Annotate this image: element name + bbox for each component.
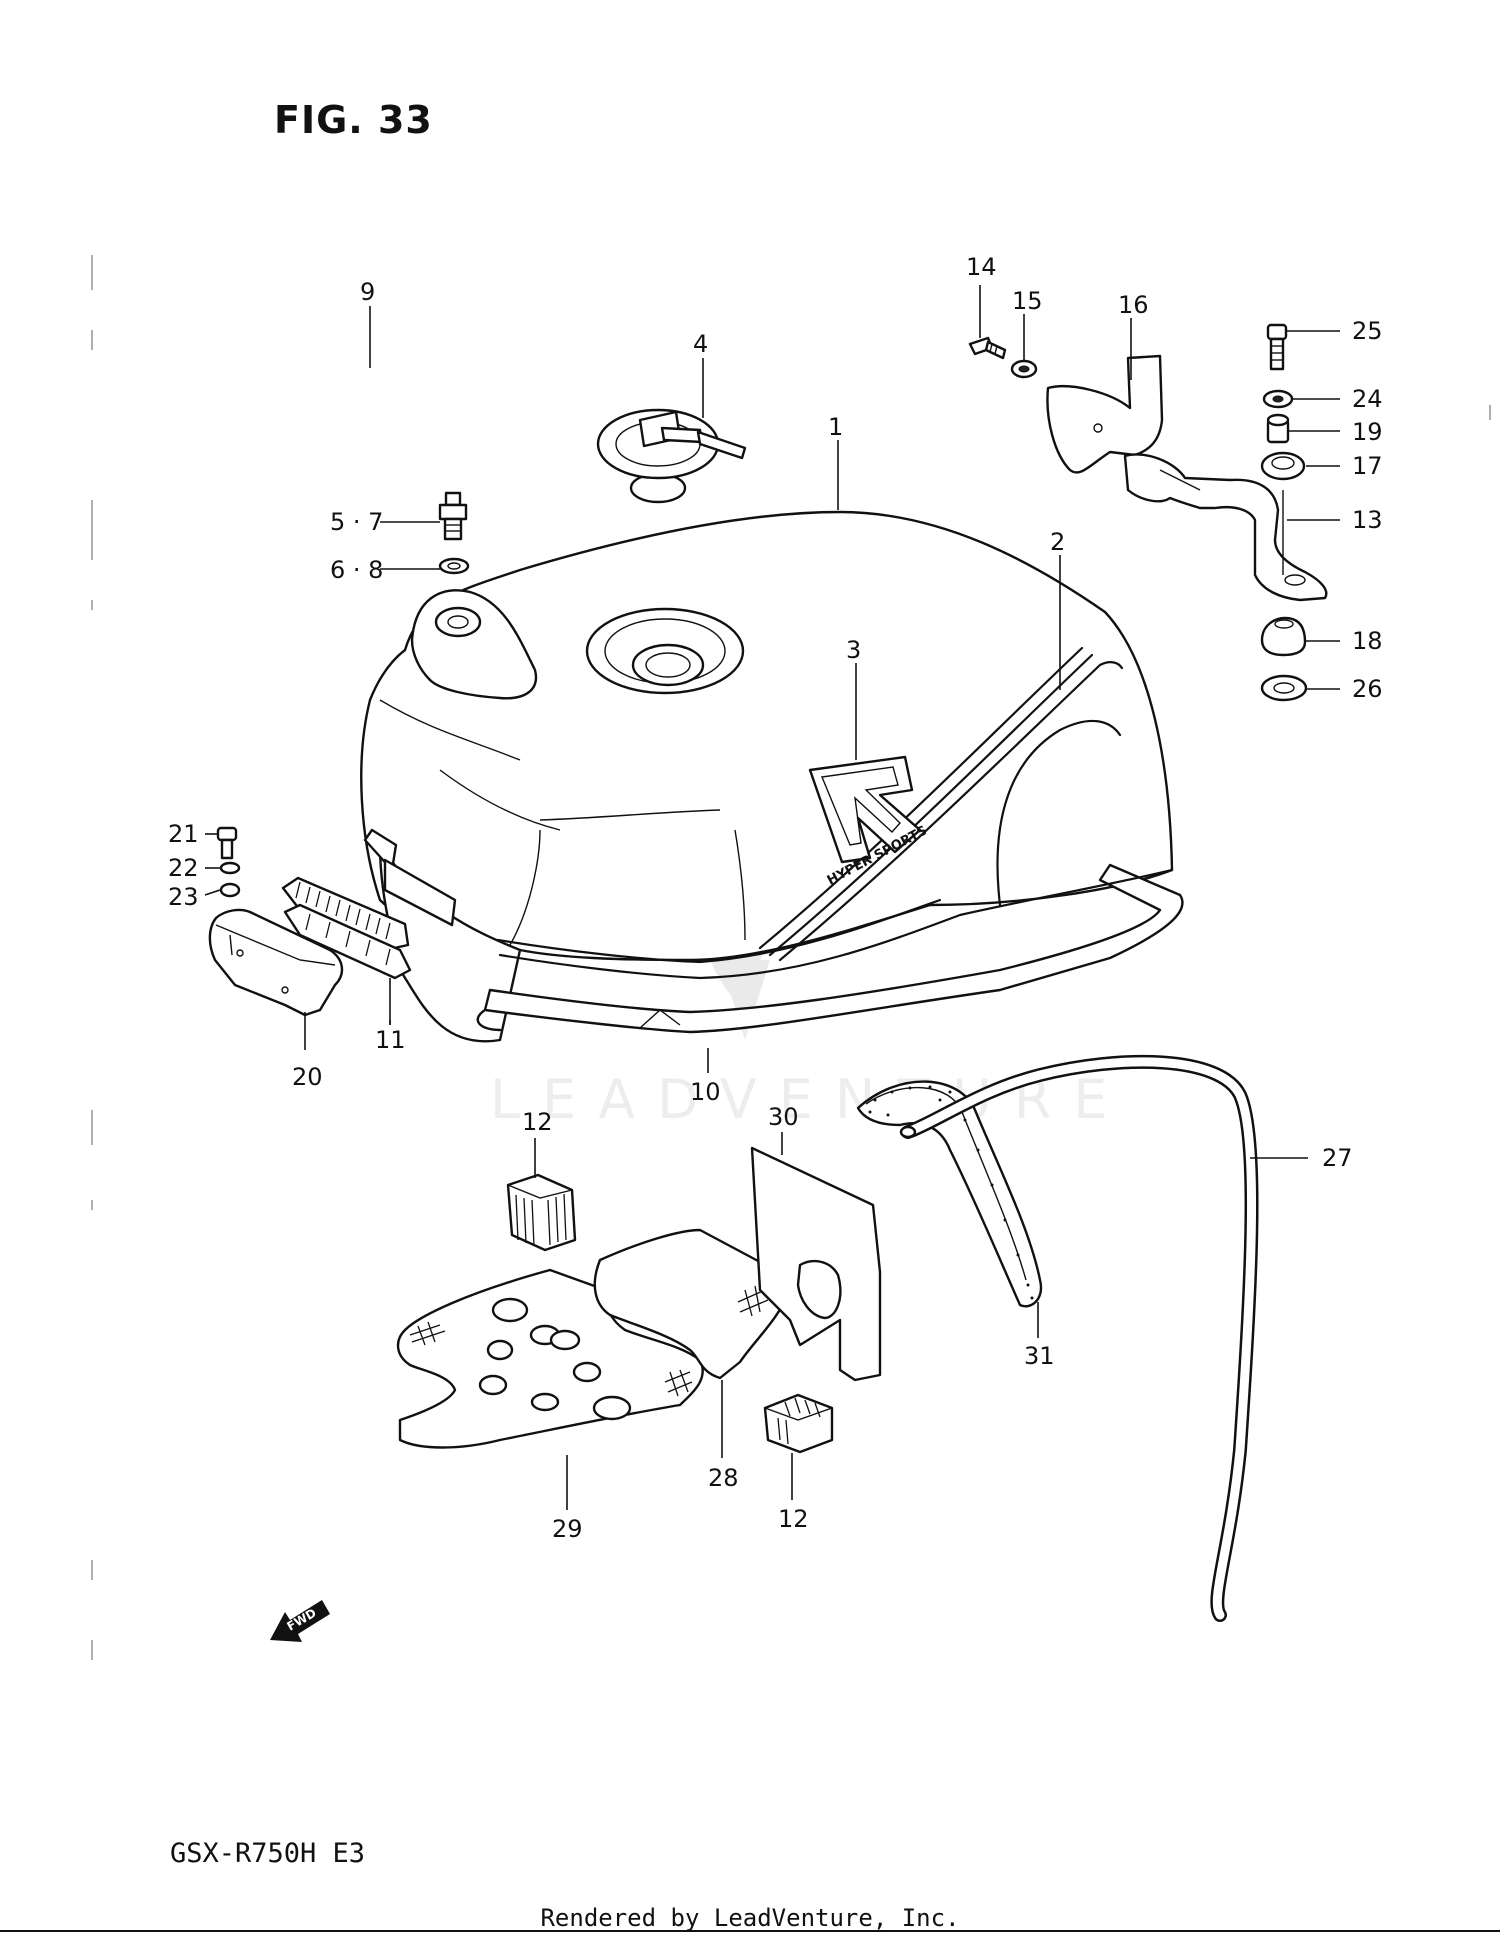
callout-25: 25 bbox=[1352, 317, 1383, 345]
bolt-14 bbox=[968, 336, 1007, 360]
callout-10: 10 bbox=[690, 1078, 721, 1106]
cushion-12-lower bbox=[763, 1393, 834, 1454]
callout-31: 31 bbox=[1024, 1342, 1055, 1370]
model-code: GSX-R750H E3 bbox=[170, 1838, 366, 1869]
callout-11: 11 bbox=[375, 1026, 406, 1054]
callout-28: 28 bbox=[708, 1464, 739, 1492]
mount-bracket-20 bbox=[208, 908, 344, 1017]
cushion-11 bbox=[281, 876, 412, 980]
callout-17: 17 bbox=[1352, 452, 1383, 480]
callout-18: 18 bbox=[1352, 627, 1383, 655]
callout-14: 14 bbox=[966, 253, 997, 281]
callout-12-upper: 12 bbox=[522, 1108, 553, 1136]
watermark-text: LEADVENTURE bbox=[490, 1068, 1130, 1131]
leader-lines bbox=[204, 285, 1340, 1510]
callout-9: 9 bbox=[360, 278, 375, 306]
callout-20: 20 bbox=[292, 1063, 323, 1091]
fuel-nipple bbox=[438, 491, 468, 541]
fuel-cap bbox=[596, 408, 747, 504]
bolt-21 bbox=[216, 826, 238, 860]
callout-12-lower: 12 bbox=[778, 1505, 809, 1533]
collar-19 bbox=[1266, 413, 1290, 444]
callout-19: 19 bbox=[1352, 418, 1383, 446]
callout-27: 27 bbox=[1322, 1144, 1353, 1172]
mounting-bracket bbox=[1123, 453, 1328, 602]
callout-2: 2 bbox=[1050, 528, 1065, 556]
nipple-washer bbox=[438, 557, 470, 575]
bolt-25 bbox=[1266, 323, 1288, 371]
callout-4: 4 bbox=[693, 330, 708, 358]
callout-15: 15 bbox=[1012, 287, 1043, 315]
bottom-rule bbox=[0, 1930, 1500, 1932]
washer-22 bbox=[219, 861, 241, 875]
heat-plate-29 bbox=[396, 1268, 704, 1449]
scan-marks bbox=[91, 255, 1491, 1660]
fuel-tank: HYPER SPORTS bbox=[360, 510, 1184, 1043]
callout-29: 29 bbox=[552, 1515, 583, 1543]
washer-15 bbox=[1010, 359, 1038, 379]
washer-23 bbox=[219, 882, 241, 898]
callout-6-8: 6 · 8 bbox=[330, 556, 383, 584]
drain-hose-27 bbox=[899, 1054, 1259, 1622]
heat-plate-28 bbox=[593, 1228, 792, 1380]
breather-hose bbox=[158, 364, 457, 491]
washer-26 bbox=[1260, 674, 1308, 702]
callout-23: 23 bbox=[168, 883, 199, 911]
figure-title: FIG. 33 bbox=[274, 98, 433, 142]
callout-5-7: 5 · 7 bbox=[330, 508, 383, 536]
washer-24 bbox=[1262, 389, 1294, 409]
callout-16: 16 bbox=[1118, 291, 1149, 319]
shield-plate-30 bbox=[750, 1146, 882, 1382]
callout-21: 21 bbox=[168, 820, 199, 848]
cushion-18 bbox=[1260, 616, 1307, 657]
callout-26: 26 bbox=[1352, 675, 1383, 703]
callout-24: 24 bbox=[1352, 385, 1383, 413]
forward-arrow-icon: FWD bbox=[270, 1600, 330, 1642]
callout-1: 1 bbox=[828, 413, 843, 441]
callout-22: 22 bbox=[168, 854, 199, 882]
callout-13: 13 bbox=[1352, 506, 1383, 534]
callout-numbers: 1 2 3 4 5 · 7 6 · 8 9 10 11 12 12 13 14 … bbox=[168, 253, 1383, 1543]
cushion-17 bbox=[1260, 451, 1306, 481]
callout-3: 3 bbox=[846, 636, 861, 664]
cushion-12-upper bbox=[506, 1173, 577, 1252]
render-credit: Rendered by LeadVenture, Inc. bbox=[540, 1904, 960, 1932]
tank-emblem: HYPER SPORTS bbox=[808, 755, 930, 889]
callout-30: 30 bbox=[768, 1103, 799, 1131]
